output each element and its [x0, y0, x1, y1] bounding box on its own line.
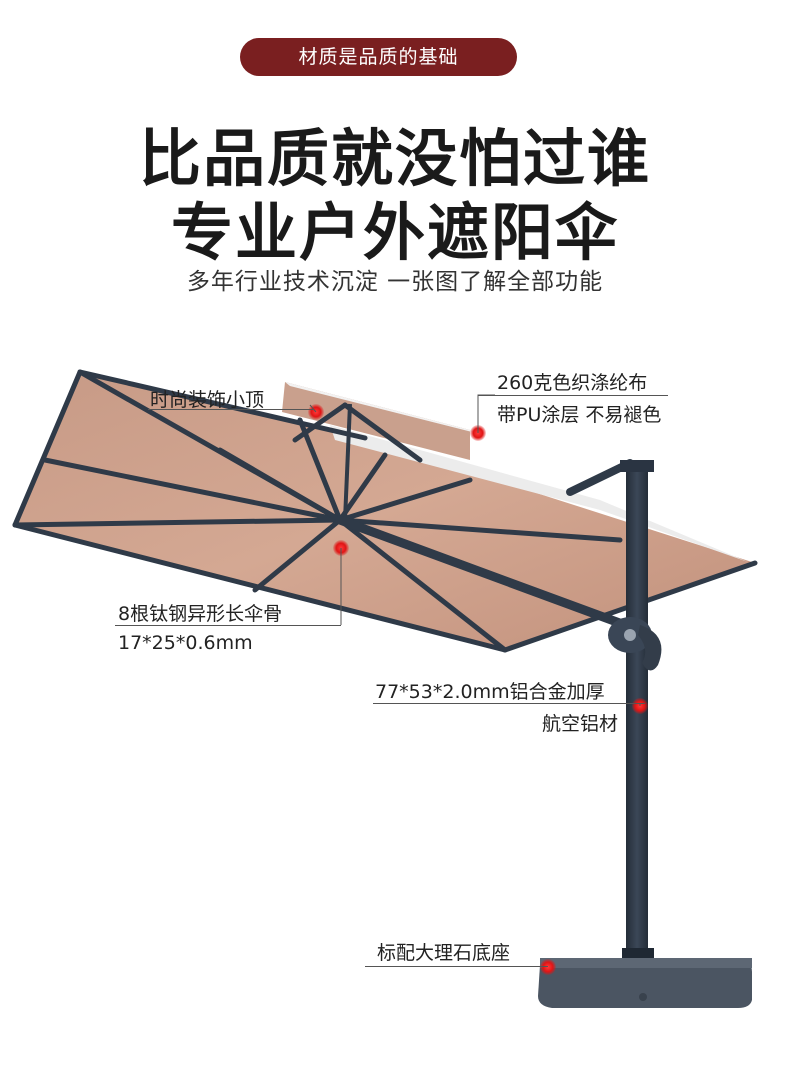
label-base: 标配大理石底座	[377, 942, 511, 964]
subheadline: 多年行业技术沉淀 一张图了解全部功能	[186, 269, 604, 295]
leader-pole	[373, 703, 645, 704]
label-pole-2: 航空铝材	[542, 713, 619, 735]
leader-ribs	[115, 625, 341, 626]
top-ornament-canopy	[282, 382, 470, 460]
label-top-ornament: 时尚装饰小顶	[150, 389, 265, 411]
label-pole-1: 77*53*2.0mm铝合金加厚	[375, 681, 605, 703]
headline-line-1: 比品质就没怕过谁	[138, 122, 651, 195]
section-badge: 材质是品质的基础	[240, 38, 517, 76]
leader-base	[365, 966, 548, 967]
headline-line-2: 专业户外遮阳伞	[170, 196, 619, 269]
marble-base	[538, 948, 752, 1008]
umbrella-ribs	[12, 369, 623, 653]
label-fabric-1: 260克色织涤纶布	[497, 372, 648, 394]
marker-base	[540, 959, 556, 975]
leader-top-ornament	[148, 409, 313, 410]
label-ribs-2: 17*25*0.6mm	[118, 632, 253, 654]
label-fabric-2: 带PU涂层 不易褪色	[497, 404, 662, 426]
crank-handle	[608, 617, 662, 671]
leader-fabric	[478, 395, 668, 396]
label-ribs-1: 8根钛钢异形长伞骨	[118, 603, 283, 625]
